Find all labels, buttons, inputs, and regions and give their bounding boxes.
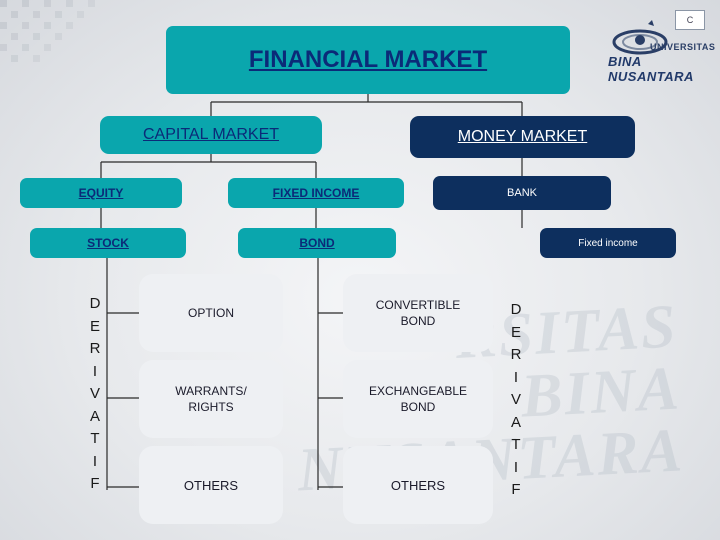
derivatif-right-letter: F bbox=[511, 481, 521, 498]
bond-others-label: OTHERS bbox=[390, 477, 446, 493]
decorative-dot bbox=[88, 0, 95, 7]
money-fixed-income-box: Fixed income bbox=[540, 228, 676, 258]
derivatif-left-letter: R bbox=[89, 340, 101, 357]
financial-market-box: FINANCIAL MARKET bbox=[166, 26, 570, 94]
financial-market-title: FINANCIAL MARKET bbox=[248, 46, 488, 73]
derivatif-left-letter: I bbox=[92, 452, 98, 470]
decorative-dot bbox=[44, 0, 51, 7]
derivatif-left-letter: V bbox=[89, 385, 100, 402]
convertible-bond-label: CONVERTIBLE BOND bbox=[375, 298, 461, 328]
decorative-dot bbox=[66, 22, 73, 29]
decorative-dot bbox=[55, 11, 62, 18]
decorative-dot bbox=[77, 11, 84, 18]
bond-label: BOND bbox=[299, 236, 335, 250]
money-market-box: MONEY MARKET bbox=[410, 116, 635, 158]
decorative-dot bbox=[11, 55, 18, 62]
stock-label: STOCK bbox=[87, 236, 129, 250]
derivatif-left-label: D E R I V A T I F bbox=[84, 293, 106, 496]
stock-box: STOCK bbox=[30, 228, 186, 258]
decorative-dot bbox=[22, 22, 29, 29]
derivatif-right-label: D E R I V A T I F bbox=[505, 299, 527, 502]
logo-badge-icon: C bbox=[675, 10, 705, 30]
convertible-bond-box: CONVERTIBLE BOND bbox=[343, 274, 493, 352]
decorative-dot bbox=[0, 0, 7, 7]
decorative-dot bbox=[66, 0, 73, 7]
equity-label: EQUITY bbox=[78, 186, 124, 200]
logo-swoosh-icon bbox=[612, 20, 668, 55]
stock-others-box: OTHERS bbox=[139, 446, 283, 524]
derivatif-left-letter: A bbox=[89, 407, 100, 425]
derivatif-left-letter: F bbox=[90, 475, 100, 492]
decorative-dots bbox=[0, 0, 110, 70]
money-fixed-income-label: Fixed income bbox=[578, 237, 638, 249]
logo-university-label: UNIVERSITAS bbox=[650, 42, 716, 52]
capital-market-label: CAPITAL MARKET bbox=[142, 126, 280, 143]
derivatif-right-letter: I bbox=[513, 368, 519, 386]
warrants-rights-label: WARRANTS/ RIGHTS bbox=[175, 384, 247, 414]
derivatif-right-letter: I bbox=[513, 458, 519, 476]
bank-box: BANK bbox=[433, 176, 611, 210]
capital-market-box: CAPITAL MARKET bbox=[100, 116, 322, 154]
option-label: OPTION bbox=[187, 306, 234, 320]
decorative-dot bbox=[11, 11, 18, 18]
derivatif-right-letter: R bbox=[510, 346, 522, 363]
decorative-dot bbox=[0, 44, 7, 51]
fixed-income-box: FIXED INCOME bbox=[228, 178, 404, 208]
money-market-label: MONEY MARKET bbox=[457, 128, 588, 145]
equity-box: EQUITY bbox=[20, 178, 182, 208]
warrants-rights-box: WARRANTS/ RIGHTS bbox=[139, 360, 283, 438]
bond-box: BOND bbox=[238, 228, 396, 258]
university-logo: C UNIVERSITAS BINA NUSANTARA bbox=[600, 8, 716, 84]
derivatif-right-letter: E bbox=[510, 323, 521, 341]
derivatif-right-letter: T bbox=[511, 436, 521, 453]
decorative-dot bbox=[33, 55, 40, 62]
derivatif-right-letter: A bbox=[510, 413, 521, 431]
decorative-dot bbox=[22, 0, 29, 7]
derivatif-left-letter: T bbox=[90, 430, 100, 447]
decorative-dot bbox=[33, 11, 40, 18]
decorative-dot bbox=[33, 33, 40, 40]
decorative-dot bbox=[0, 22, 7, 29]
decorative-dot bbox=[55, 33, 62, 40]
decorative-dot bbox=[11, 33, 18, 40]
derivatif-left-letter: D bbox=[89, 295, 101, 312]
decorative-dot bbox=[44, 44, 51, 51]
bank-label: BANK bbox=[507, 187, 537, 199]
decorative-dot bbox=[22, 44, 29, 51]
derivatif-left-letter: I bbox=[92, 362, 98, 380]
exchangeable-bond-box: EXCHANGEABLE BOND bbox=[343, 360, 493, 438]
decorative-dot bbox=[44, 22, 51, 29]
stock-others-label: OTHERS bbox=[183, 477, 239, 493]
derivatif-right-letter: D bbox=[510, 301, 522, 318]
bond-others-box: OTHERS bbox=[343, 446, 493, 524]
derivatif-right-letter: V bbox=[510, 391, 521, 408]
derivatif-left-letter: E bbox=[89, 317, 100, 335]
exchangeable-bond-label: EXCHANGEABLE BOND bbox=[368, 384, 468, 414]
option-box: OPTION bbox=[139, 274, 283, 352]
logo-name-label: BINA NUSANTARA bbox=[608, 54, 694, 84]
fixed-income-label: FIXED INCOME bbox=[272, 186, 360, 200]
